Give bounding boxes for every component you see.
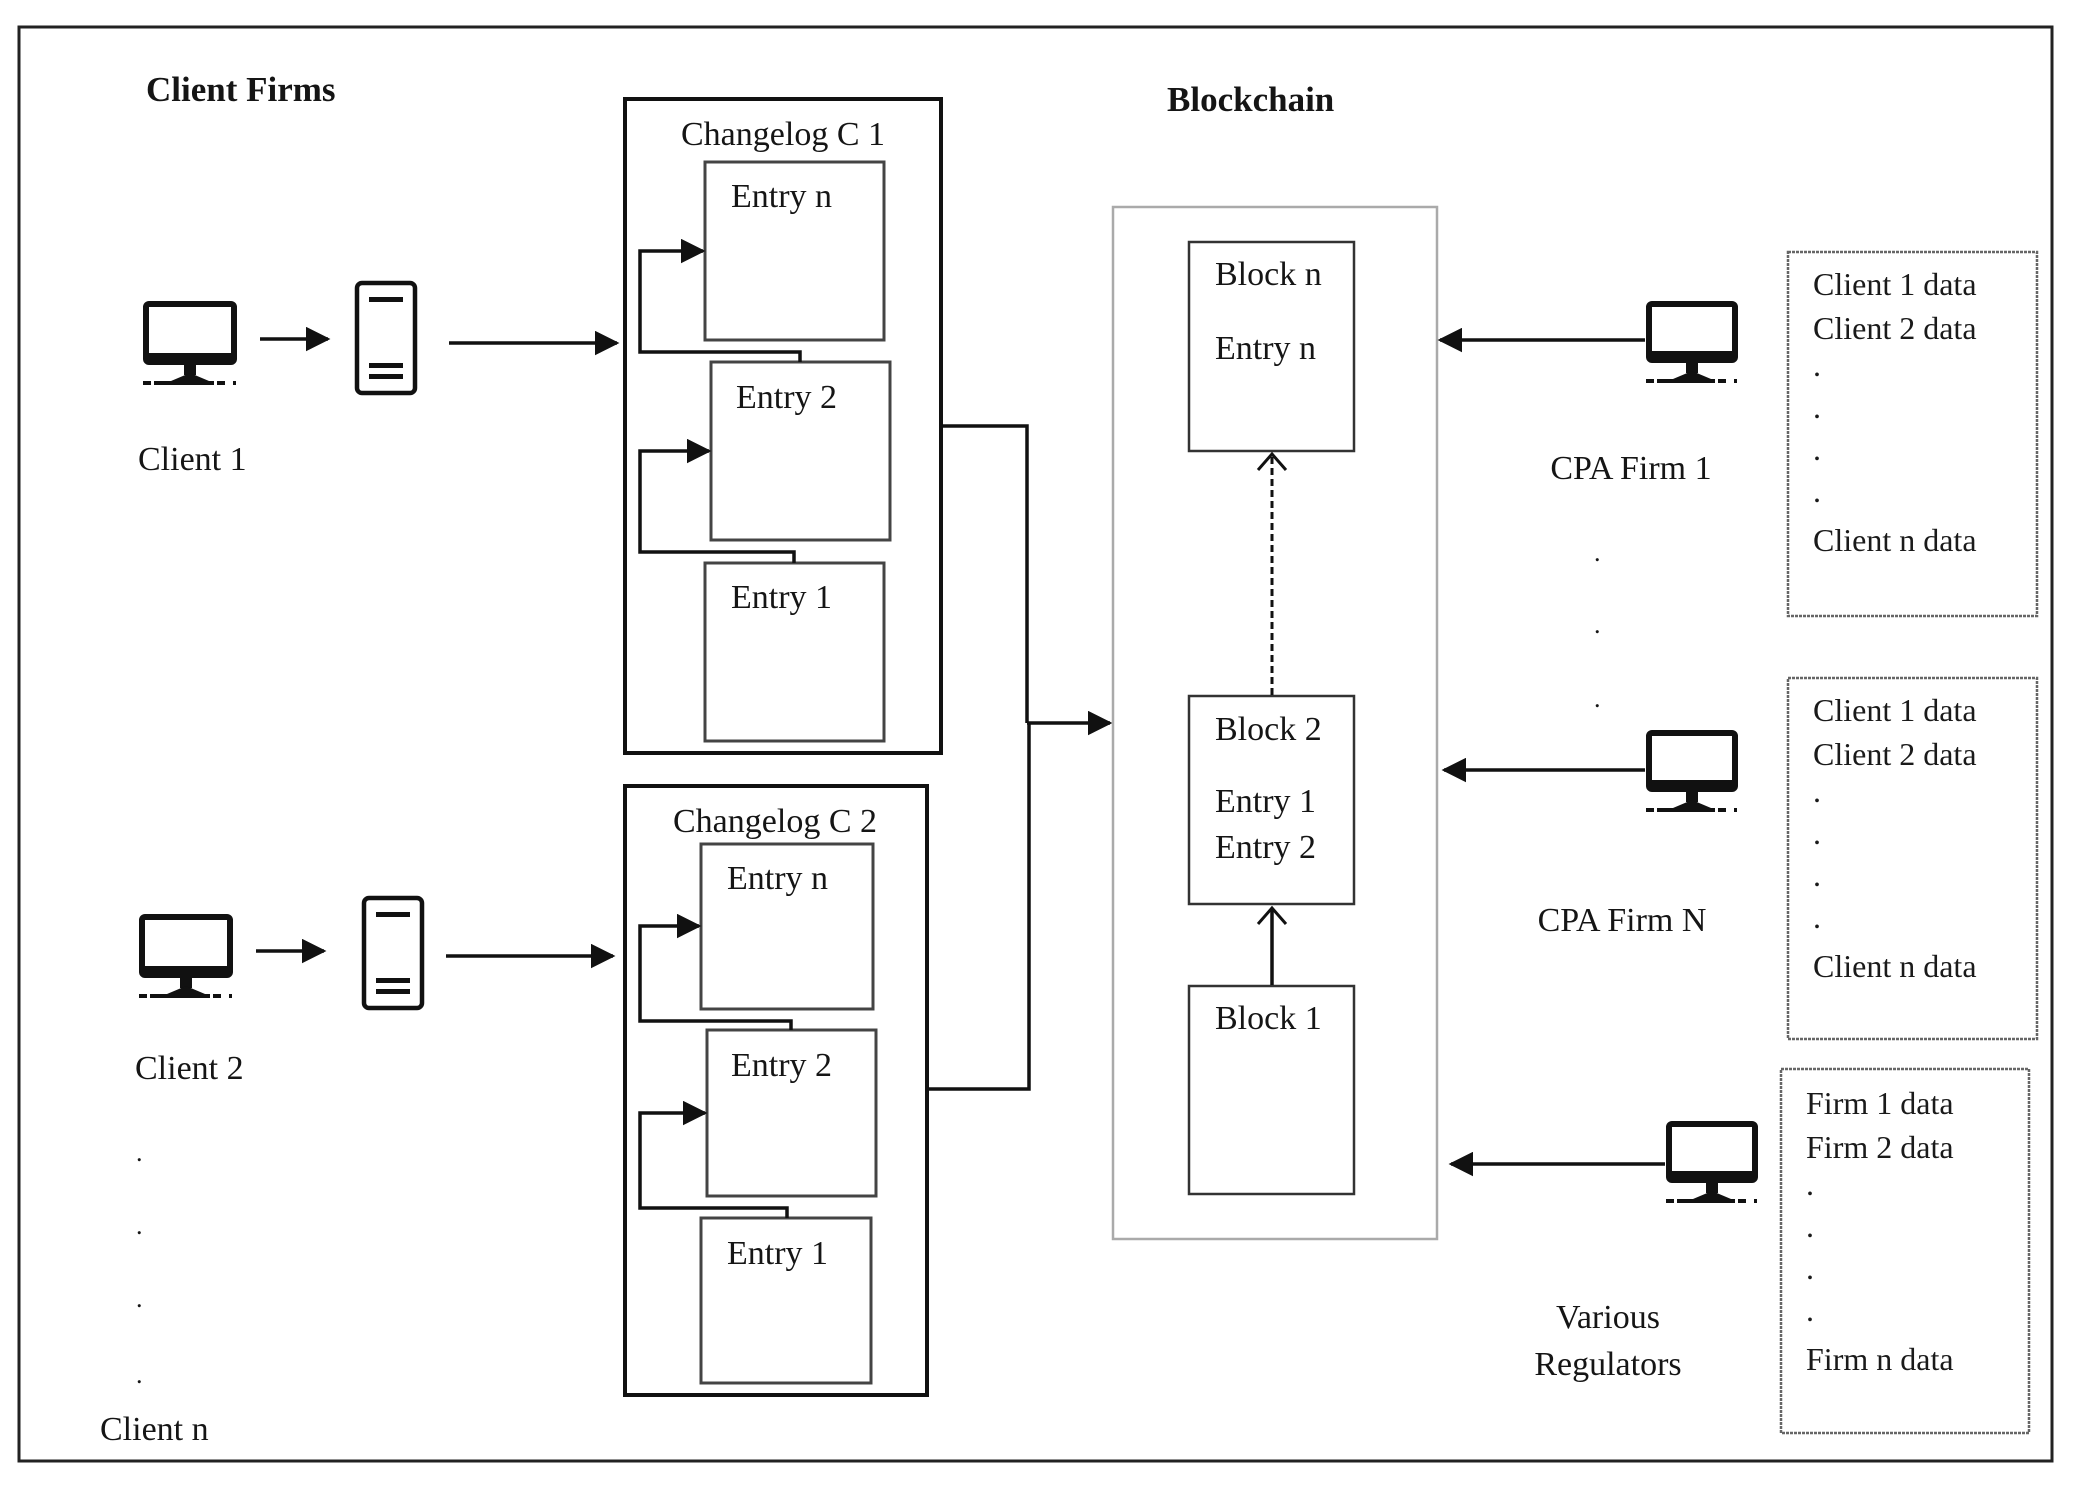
changelog-c1-entry-n-label: Entry n: [731, 178, 833, 215]
data-ellipsis: .: [1813, 431, 1821, 467]
block-1-title: Block 1: [1215, 1000, 1322, 1037]
changelog-c2-entry-2-box: [705, 1028, 878, 1198]
cpa-firm-n-monitor-icon: [1646, 730, 1738, 812]
client-ellipsis-dot: .: [136, 1138, 143, 1167]
block-2-title: Block 2: [1215, 711, 1322, 748]
cpa-ellipsis-dot: .: [1594, 684, 1601, 713]
client-1-server-icon: [354, 280, 418, 396]
changelog-c1-title: Changelog C 1: [681, 116, 885, 153]
blockchain-heading: Blockchain: [1167, 80, 1335, 119]
client-1-monitor-icon: [143, 301, 237, 385]
data-ellipsis: .: [1813, 773, 1821, 809]
client-ellipsis-dot: .: [136, 1211, 143, 1240]
changelog-c2-to-blockchain-line: [927, 723, 1031, 1091]
blockchain-box: [1111, 205, 1439, 1241]
cpa-firm-n-data-box: [1786, 676, 2039, 1041]
client-firms-heading: Client Firms: [146, 70, 336, 109]
block-n-arrowhead-icon: [1256, 451, 1288, 471]
data-item: Client n data: [1813, 948, 1977, 984]
regulators-label-line-2: Regulators: [1534, 1346, 1682, 1383]
data-ellipsis: .: [1806, 1166, 1814, 1202]
data-ellipsis: .: [1813, 473, 1821, 509]
cpa-ellipsis-dot: .: [1594, 538, 1601, 567]
changelog-c1-entry-1-box: [703, 561, 886, 743]
block-1-box: [1187, 984, 1356, 1196]
changelog-c1-entry-2-box: [709, 360, 892, 542]
data-ellipsis: .: [1806, 1292, 1814, 1328]
client-2-server-icon: [361, 895, 425, 1011]
outer-frame: [17, 25, 2054, 1463]
changelog-c2-link-2-to-n: [638, 913, 793, 1030]
changelog-c1-link-1-to-2: [638, 438, 796, 563]
data-item: Client 1 data: [1813, 266, 1977, 302]
client-ellipsis-dot: .: [136, 1360, 143, 1389]
changelog-c2-entry-1-label: Entry 1: [727, 1235, 829, 1272]
client-n-label: Client n: [100, 1411, 209, 1448]
client-1-label: Client 1: [138, 441, 247, 478]
cpa-firm-1-label: CPA Firm 1: [1550, 450, 1712, 487]
data-ellipsis: .: [1813, 389, 1821, 425]
data-item: Client 2 data: [1813, 310, 1977, 346]
client-ellipsis-dot: .: [136, 1284, 143, 1313]
data-ellipsis: .: [1813, 857, 1821, 893]
data-ellipsis: .: [1813, 899, 1821, 935]
data-item: Client 2 data: [1813, 736, 1977, 772]
cpa-firm-1-data-box: [1786, 250, 2039, 618]
block-2-entry-line: Entry 1: [1215, 783, 1317, 820]
block-2-box: [1187, 694, 1356, 906]
changelog-c2-link-1-to-2: [638, 1100, 789, 1218]
regulators-monitor-icon: [1666, 1121, 1758, 1203]
data-item: Firm n data: [1806, 1341, 1954, 1377]
block-2-arrowhead-icon: [1256, 905, 1288, 925]
changelog-c1-to-blockchain-line: [941, 424, 1029, 723]
regulators-data-box: [1779, 1067, 2031, 1435]
regulators-label-line-1: Various: [1556, 1299, 1660, 1336]
changelog-c2-title: Changelog C 2: [673, 803, 877, 840]
block-n-box: [1187, 240, 1356, 453]
changelog-c1-entry-1-label: Entry 1: [731, 579, 833, 616]
data-item: Firm 1 data: [1806, 1085, 1954, 1121]
changelog-c1-entry-2-label: Entry 2: [736, 379, 838, 416]
block-n-entry-line: Entry n: [1215, 330, 1317, 367]
data-item: Client 1 data: [1813, 692, 1977, 728]
cpa-firm-n-label: CPA Firm N: [1537, 902, 1707, 939]
client-2-label: Client 2: [135, 1050, 244, 1087]
data-ellipsis: .: [1813, 815, 1821, 851]
block-n-title: Block n: [1215, 256, 1322, 293]
cpa-firm-1-data-list: Client 1 data Client 2 data . . . . Clie…: [1813, 262, 1977, 562]
regulators-data-list: Firm 1 data Firm 2 data . . . . Firm n d…: [1806, 1081, 1954, 1381]
data-ellipsis: .: [1806, 1208, 1814, 1244]
data-item: Client n data: [1813, 522, 1977, 558]
changelog-c2-entry-n-label: Entry n: [727, 860, 829, 897]
changelog-c2-entry-1-box: [699, 1216, 873, 1385]
cpa-firm-1-monitor-icon: [1646, 301, 1738, 383]
cpa-ellipsis-dot: .: [1594, 610, 1601, 639]
data-ellipsis: .: [1813, 347, 1821, 383]
client-2-monitor-icon: [139, 914, 233, 998]
data-ellipsis: .: [1806, 1250, 1814, 1286]
changelog-c2-entry-2-label: Entry 2: [731, 1047, 833, 1084]
block-2-entry-line: Entry 2: [1215, 829, 1317, 866]
changelog-c1-entry-n-box: [703, 160, 886, 342]
data-item: Firm 2 data: [1806, 1129, 1954, 1165]
cpa-firm-n-data-list: Client 1 data Client 2 data . . . . Clie…: [1813, 688, 1977, 988]
changelog-c1-link-2-to-n: [638, 238, 802, 362]
